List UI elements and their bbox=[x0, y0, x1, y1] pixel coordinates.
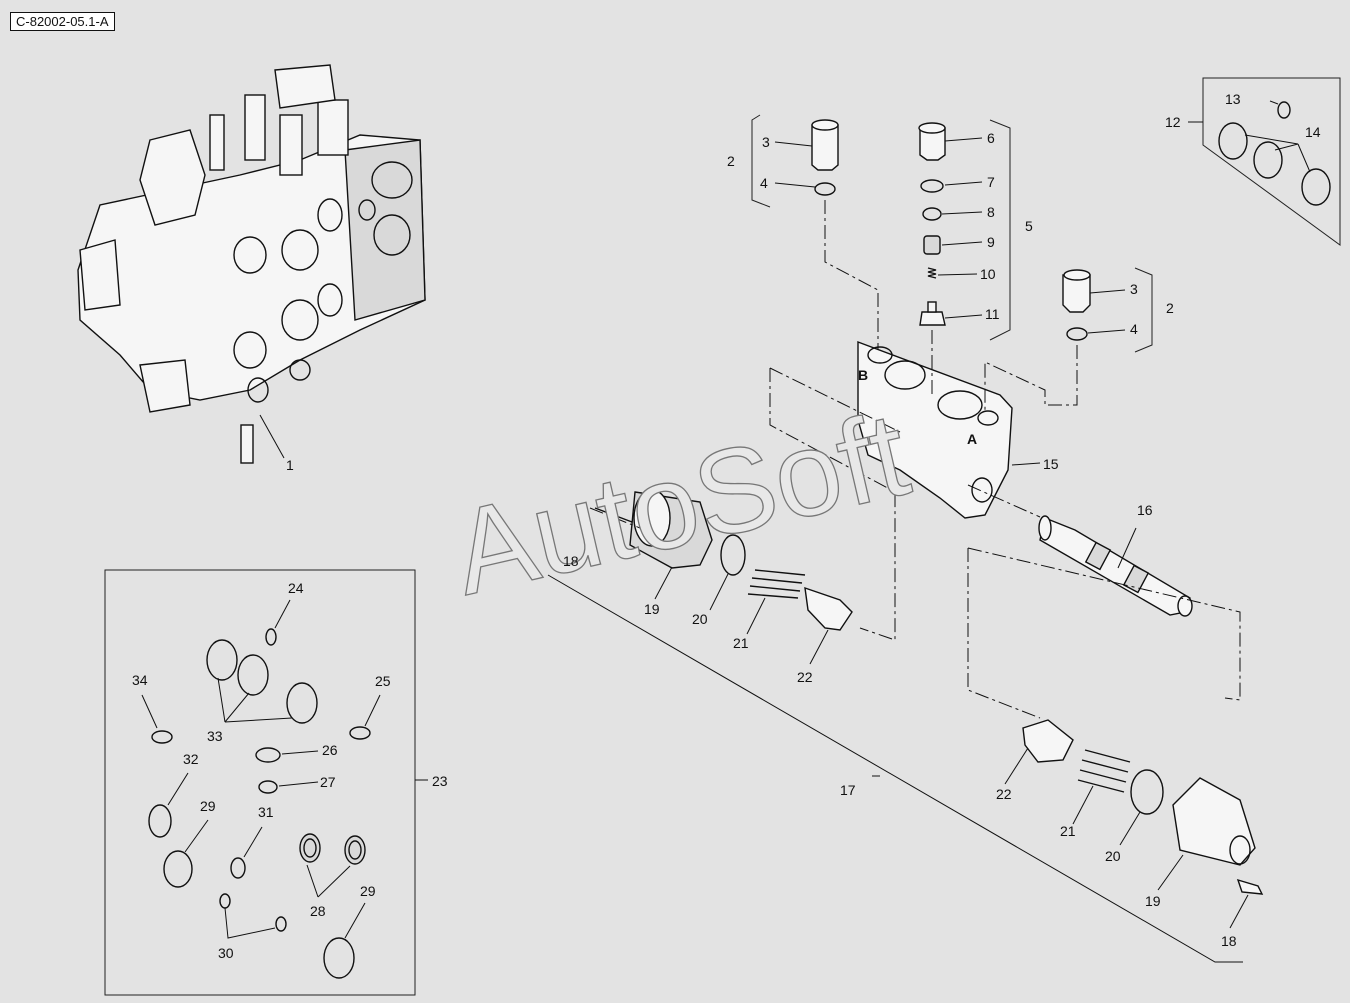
callout-8: 8 bbox=[987, 204, 995, 220]
callout-13: 13 bbox=[1225, 91, 1241, 107]
callout-20-right: 20 bbox=[1105, 848, 1121, 864]
callout-15: 15 bbox=[1043, 456, 1059, 472]
callout-20-left: 20 bbox=[692, 611, 708, 627]
callout-1: 1 bbox=[286, 457, 294, 473]
callout-11: 11 bbox=[985, 306, 1000, 322]
figure-reference: C-82002-05.1-A bbox=[10, 12, 115, 31]
check-valve-stack bbox=[918, 122, 946, 326]
callout-19-right: 19 bbox=[1145, 893, 1161, 909]
relief-cartridge-right bbox=[1062, 269, 1091, 341]
callout-27: 27 bbox=[320, 774, 336, 790]
kit-12-frame bbox=[1202, 77, 1341, 246]
callout-9: 9 bbox=[987, 234, 995, 250]
callout-numbers: 1 2 2 3 3 4 4 5 6 7 8 9 10 11 12 13 14 1… bbox=[132, 91, 1321, 961]
callout-24: 24 bbox=[288, 580, 304, 596]
leader-17 bbox=[547, 574, 1243, 963]
callout-3-right: 3 bbox=[1130, 281, 1138, 297]
callout-17: 17 bbox=[840, 782, 856, 798]
callout-4-left: 4 bbox=[760, 175, 768, 191]
spool bbox=[1038, 515, 1193, 617]
valve-body bbox=[857, 340, 1041, 519]
callout-6: 6 bbox=[987, 130, 995, 146]
callout-25: 25 bbox=[375, 673, 391, 689]
callout-14: 14 bbox=[1305, 124, 1321, 140]
callout-18-right: 18 bbox=[1221, 933, 1237, 949]
callout-23: 23 bbox=[432, 773, 448, 789]
callout-7: 7 bbox=[987, 174, 995, 190]
callout-33: 33 bbox=[207, 728, 223, 744]
callout-2-left: 2 bbox=[727, 153, 735, 169]
callout-21-right: 21 bbox=[1060, 823, 1076, 839]
callout-30: 30 bbox=[218, 945, 234, 961]
bracket-2-right bbox=[1134, 267, 1153, 353]
seal-kit-frame bbox=[104, 569, 416, 996]
bracket-2-left bbox=[751, 114, 771, 208]
assembly-centerlines bbox=[589, 200, 1241, 719]
port-label-a: A bbox=[967, 431, 977, 447]
callout-31: 31 bbox=[258, 804, 274, 820]
control-valve-assembly bbox=[77, 64, 426, 464]
callout-34: 34 bbox=[132, 672, 148, 688]
bracket-5 bbox=[989, 119, 1011, 341]
callout-12: 12 bbox=[1165, 114, 1181, 130]
callout-10: 10 bbox=[980, 266, 996, 282]
callout-22-right: 22 bbox=[996, 786, 1012, 802]
kit-12-parts bbox=[1218, 101, 1331, 206]
callout-29-right: 29 bbox=[360, 883, 376, 899]
callout-3-left: 3 bbox=[762, 134, 770, 150]
callout-26: 26 bbox=[322, 742, 338, 758]
right-end-cap-group bbox=[1022, 719, 1264, 895]
callout-21-left: 21 bbox=[733, 635, 749, 651]
callout-18-left: 18 bbox=[563, 553, 579, 569]
port-label-b: B bbox=[858, 367, 868, 383]
callout-4-right: 4 bbox=[1130, 321, 1138, 337]
callout-32: 32 bbox=[183, 751, 199, 767]
callout-22-left: 22 bbox=[797, 669, 813, 685]
watermark: AutoSoft bbox=[441, 386, 920, 620]
seal-kit-parts bbox=[148, 628, 371, 979]
leader-lines bbox=[141, 100, 1311, 939]
callout-28: 28 bbox=[310, 903, 326, 919]
callout-19-left: 19 bbox=[644, 601, 660, 617]
callout-16: 16 bbox=[1137, 502, 1153, 518]
left-end-cap-group bbox=[594, 489, 853, 631]
relief-cartridge-left bbox=[811, 119, 839, 196]
callout-29-left: 29 bbox=[200, 798, 216, 814]
callout-2-right: 2 bbox=[1166, 300, 1174, 316]
callout-5: 5 bbox=[1025, 218, 1033, 234]
